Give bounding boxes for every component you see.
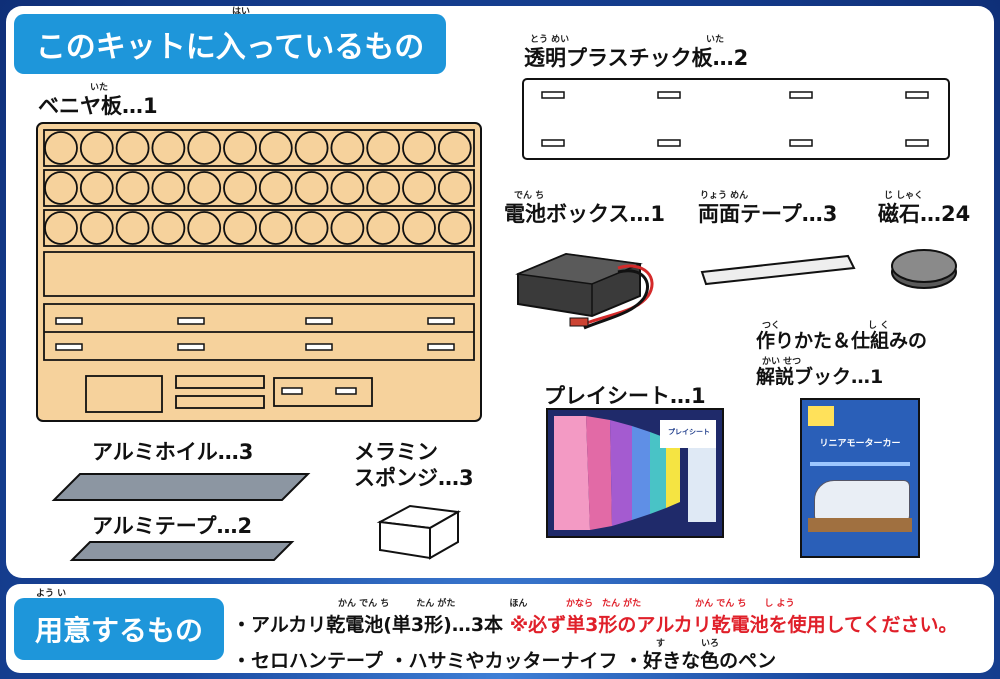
play-sheet-art-title: プレイシート	[668, 427, 710, 436]
play-sheet-image: プレイシート	[546, 408, 724, 538]
book-ruby-3: かい せつ	[762, 357, 802, 367]
battery-box-image	[515, 252, 654, 330]
needed-ruby: よう い	[36, 589, 67, 599]
magnet-image	[891, 249, 957, 289]
battery-requirement: ・アルカリ乾電池(単3形)…3本	[232, 614, 504, 636]
sponge-label-line2: スポンジ…3	[354, 466, 474, 490]
play-sheet-label: プレイシート…1	[544, 384, 706, 408]
needed-line2-ruby: す いろ	[656, 639, 720, 649]
plywood-board	[36, 122, 482, 422]
book-cover-title: リニアモーターカー	[819, 439, 901, 449]
needed-line1a-ruby: かん でん ち たん がた ほん	[338, 599, 528, 609]
magnet-ruby: じ しゃく	[884, 191, 924, 201]
plastic-plate	[522, 78, 950, 160]
plywood-ruby: いた	[90, 83, 109, 93]
battery-box-label: 電池ボックス…1	[504, 202, 665, 226]
plywood-label: ベニヤ板…1	[38, 94, 158, 118]
plastic-label: 透明プラスチック板…2	[524, 46, 749, 70]
tape-label: 両面テープ…3	[698, 202, 838, 226]
foil-label: アルミホイル…3	[92, 440, 254, 464]
magnet-label: 磁石…24	[878, 202, 971, 226]
book-ruby-1: つく	[762, 321, 781, 331]
page-title: このキットに入っているもの	[14, 14, 446, 74]
alu-tape-image	[69, 541, 295, 561]
sponge-image	[376, 504, 462, 560]
foil-image	[51, 473, 311, 501]
alu-tape-label: アルミテープ…2	[92, 514, 253, 538]
tape-ruby: りょう めん	[700, 191, 749, 201]
book-label-line2: 解説ブック…1	[756, 366, 884, 388]
plastic-ruby-2: いた	[706, 35, 725, 45]
title-ruby: はい	[232, 7, 251, 17]
sponge-label-line1: メラミン	[354, 440, 438, 464]
book-label-line1: 作りかた＆仕組みの	[756, 330, 928, 352]
battery-warning: ※必ず単3形のアルカリ乾電池を使用してください。	[509, 614, 958, 636]
book-ruby-2: し く	[868, 321, 890, 331]
needed-line1b-ruby: かなら たん がた かん でん ち し よう	[566, 599, 795, 609]
plastic-ruby-1: とう めい	[530, 35, 570, 45]
tape-image	[700, 254, 856, 286]
needed-line2: ・セロハンテープ ・ハサミやカッターナイフ ・好きな色のペン	[232, 650, 777, 672]
book-cover: リニアモーターカー	[800, 398, 920, 558]
battery-ruby: でん ち	[514, 191, 545, 201]
needed-line1: ・アルカリ乾電池(単3形)…3本 ※必ず単3形のアルカリ乾電池を使用してください…	[232, 610, 957, 637]
needed-title: 用意するもの	[14, 598, 224, 660]
